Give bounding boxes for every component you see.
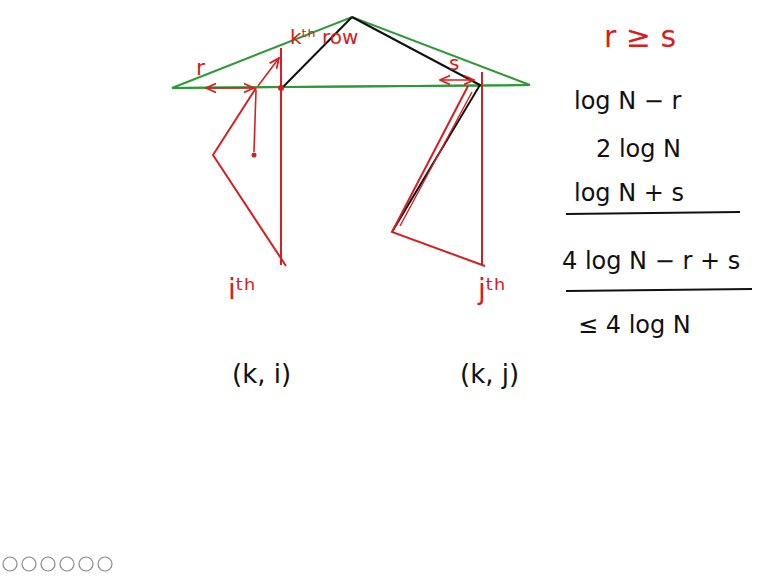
row-line	[172, 85, 530, 88]
cost-bound: ≤ 4 log N	[578, 312, 691, 338]
distance-label: s	[449, 52, 459, 74]
pointer-arrow	[258, 58, 279, 86]
sum-line	[566, 212, 740, 214]
row-label: kᵗʰ row	[290, 26, 358, 48]
subtree-shape	[213, 88, 286, 266]
column-label: jᵗʰ	[478, 275, 505, 306]
red-stroke	[254, 90, 256, 152]
column-line	[481, 72, 483, 265]
subtree-shape	[400, 92, 472, 226]
cost-sum: 4 log N − r + s	[562, 248, 740, 274]
distance-label: r	[196, 56, 205, 80]
distance-arrow	[206, 87, 254, 89]
distance-arrow	[440, 79, 474, 81]
red-dot	[278, 85, 284, 91]
column-label: iᵗʰ	[228, 275, 255, 306]
condition-label: r ≥ s	[604, 20, 676, 53]
tree-path	[352, 17, 480, 232]
red-dot	[252, 153, 257, 158]
cost-term: log N + s	[574, 180, 684, 206]
cell-label: (k, i)	[232, 360, 291, 389]
tree-outline	[172, 17, 530, 88]
cost-term: 2 log N	[596, 136, 681, 162]
cell-label: (k, j)	[460, 360, 519, 389]
cost-term: log N − r	[574, 88, 681, 114]
sum-line	[566, 289, 752, 291]
column-line	[280, 48, 282, 265]
subtree-shape	[392, 86, 485, 266]
toolbar-icons	[3, 557, 112, 571]
